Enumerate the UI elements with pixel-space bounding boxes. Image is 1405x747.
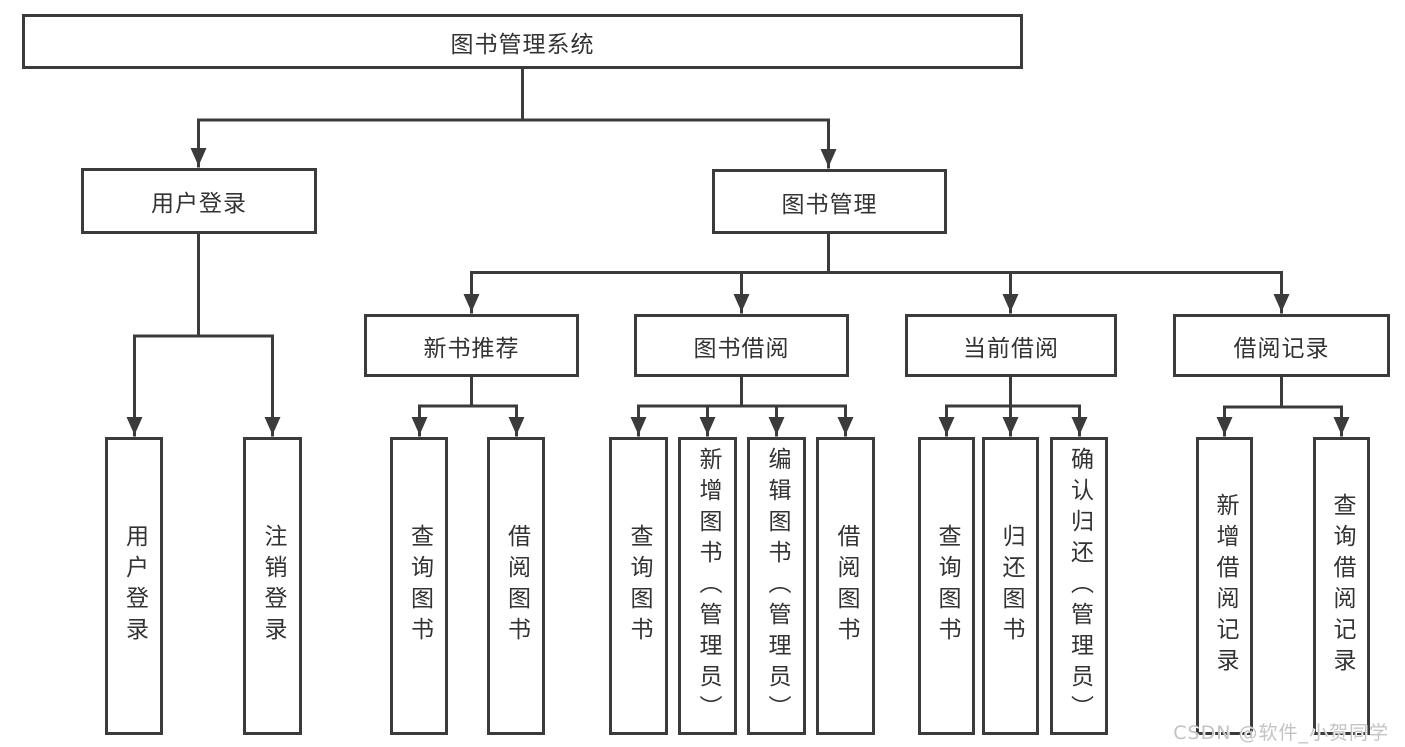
leaf-logout: 注销登录 [243, 437, 302, 735]
leaf-borrow-books: 借阅图书 [816, 437, 875, 735]
leaf-add-borrow-record: 新增借阅记录 [1196, 437, 1253, 735]
node-label: 借阅记录 [1233, 335, 1330, 362]
leaf-label: 编辑图书（管理员） [764, 446, 790, 726]
leaf-return-books: 归还图书 [982, 437, 1039, 735]
leaf-confirm-return-admin: 确认归还（管理员） [1050, 437, 1108, 735]
leaf-borrow-books: 借阅图书 [487, 437, 545, 735]
leaf-user-login: 用户登录 [105, 437, 163, 735]
node-current-borrowing: 当前借阅 [905, 314, 1117, 377]
csdn-watermark: CSDN @软件_小贺同学 [1173, 722, 1389, 744]
leaf-label: 新增图书（管理员） [695, 446, 721, 726]
node-book-borrowing: 图书借阅 [634, 314, 849, 377]
leaf-query-books: 查询图书 [390, 437, 448, 735]
node-label: 用户登录 [151, 191, 247, 217]
leaf-add-books-admin: 新增图书（管理员） [678, 437, 737, 735]
leaf-label: 确认归还（管理员） [1066, 446, 1093, 726]
node-label: 当前借阅 [963, 335, 1059, 362]
leaf-query-books: 查询图书 [609, 437, 668, 735]
leaf-edit-books-admin: 编辑图书（管理员） [747, 437, 806, 735]
leaf-query-borrow-record: 查询借阅记录 [1313, 437, 1370, 735]
node-user-login: 用户登录 [81, 168, 317, 234]
leaf-label: 注销登录 [260, 524, 286, 648]
leaf-label: 查询图书 [626, 524, 652, 648]
leaf-label: 借阅图书 [833, 524, 859, 648]
leaf-label: 借阅图书 [503, 524, 530, 648]
node-label: 图书管理 [781, 191, 878, 218]
node-borrowing-records: 借阅记录 [1173, 314, 1390, 377]
node-new-book-recommend: 新书推荐 [364, 314, 579, 377]
node-root-library-system: 图书管理系统 [22, 14, 1023, 69]
leaf-label: 查询图书 [406, 524, 433, 648]
leaf-label: 归还图书 [998, 524, 1024, 648]
node-label: 新书推荐 [423, 335, 520, 362]
leaf-query-books: 查询图书 [918, 437, 975, 735]
node-book-management: 图书管理 [712, 169, 947, 234]
node-label: 图书借阅 [693, 335, 790, 362]
leaf-label: 查询图书 [934, 524, 960, 648]
node-label: 图书管理系统 [450, 31, 595, 58]
leaf-label: 新增借阅记录 [1212, 493, 1238, 679]
leaf-label: 用户登录 [121, 524, 148, 648]
leaf-label: 查询借阅记录 [1329, 493, 1355, 679]
